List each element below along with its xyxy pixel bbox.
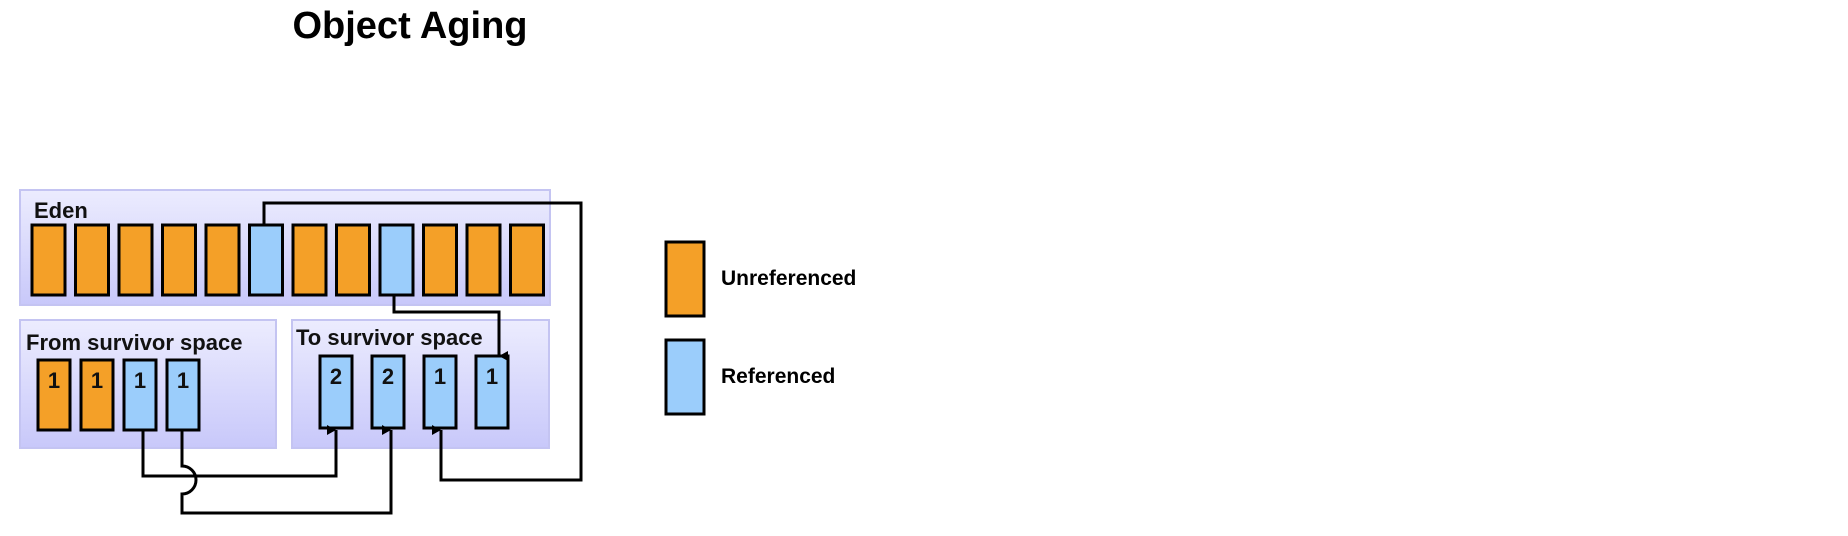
eden-object-unreferenced	[30, 223, 67, 297]
eden-object-unreferenced	[465, 223, 502, 297]
legend-label: Referenced	[721, 365, 835, 388]
object-age-label: 2	[382, 364, 394, 389]
to-survivor-label: To survivor space	[296, 325, 483, 350]
from_survivor-object-referenced: 1	[122, 358, 158, 432]
eden-object-unreferenced	[509, 223, 545, 297]
object-age-label: 1	[177, 368, 189, 393]
object-block	[74, 223, 110, 297]
legend-swatch	[664, 338, 706, 416]
object-block	[422, 354, 458, 430]
object-age-label: 1	[91, 368, 103, 393]
eden-object-unreferenced	[74, 223, 110, 297]
object-block	[161, 223, 197, 297]
object-block	[474, 354, 510, 430]
arrow-from-survivor-to-to-survivor-b	[180, 425, 393, 515]
from_survivor-object-referenced: 1	[165, 358, 201, 432]
to_survivor-object-referenced: 1	[422, 354, 458, 430]
legend-swatch	[664, 240, 706, 318]
object-block	[291, 223, 328, 297]
object-block	[318, 354, 354, 430]
object-block	[422, 223, 458, 297]
object-block	[36, 358, 72, 432]
eden-object-unreferenced	[335, 223, 371, 297]
object-age-label: 1	[134, 368, 146, 393]
object-block	[204, 223, 241, 297]
from_survivor-object-unreferenced: 1	[36, 358, 72, 432]
eden-object-unreferenced	[161, 223, 197, 297]
to-survivor-region: To survivor space 2 2 1 1	[291, 319, 550, 449]
arrow-eden-to-to-survivor-inner	[392, 294, 508, 361]
object-block	[79, 358, 115, 432]
to-survivor-objects: 2 2 1 1	[318, 354, 510, 430]
eden-region: Eden	[19, 189, 551, 306]
object-age-label: 2	[330, 364, 342, 389]
diagram-title: Object Aging	[292, 5, 527, 47]
to_survivor-object-referenced: 1	[474, 354, 510, 430]
promotion-arrows	[141, 201, 583, 515]
object-block	[248, 223, 284, 297]
eden-object-referenced	[378, 223, 415, 297]
object-age-label: 1	[486, 364, 498, 389]
object-block	[335, 223, 371, 297]
eden-object-unreferenced	[422, 223, 458, 297]
to_survivor-object-referenced: 2	[370, 354, 406, 430]
object-block	[465, 223, 502, 297]
object-block	[117, 223, 154, 297]
legend-label: Unreferenced	[721, 267, 856, 290]
legend-item-unreferenced: Unreferenced	[664, 240, 856, 318]
arrow-eden-to-to-survivor-outer	[262, 201, 583, 482]
object-block	[122, 358, 158, 432]
eden-label: Eden	[34, 198, 88, 223]
eden-object-referenced	[248, 223, 284, 297]
object-block	[509, 223, 545, 297]
eden-object-unreferenced	[291, 223, 328, 297]
from_survivor-object-unreferenced: 1	[79, 358, 115, 432]
object-age-label: 1	[48, 368, 60, 393]
legend-item-referenced: Referenced	[664, 338, 835, 416]
object-block	[370, 354, 406, 430]
arrow-from-survivor-to-to-survivor-a	[141, 425, 338, 478]
to_survivor-object-referenced: 2	[318, 354, 354, 430]
eden-object-unreferenced	[204, 223, 241, 297]
object-age-label: 1	[434, 364, 446, 389]
object-block	[378, 223, 415, 297]
from-survivor-region: From survivor space 1 1 1 1	[19, 319, 277, 449]
from-survivor-objects: 1 1 1 1	[36, 358, 201, 432]
from-survivor-label: From survivor space	[26, 330, 242, 355]
eden-objects	[30, 223, 545, 297]
eden-object-unreferenced	[117, 223, 154, 297]
object-block	[30, 223, 67, 297]
